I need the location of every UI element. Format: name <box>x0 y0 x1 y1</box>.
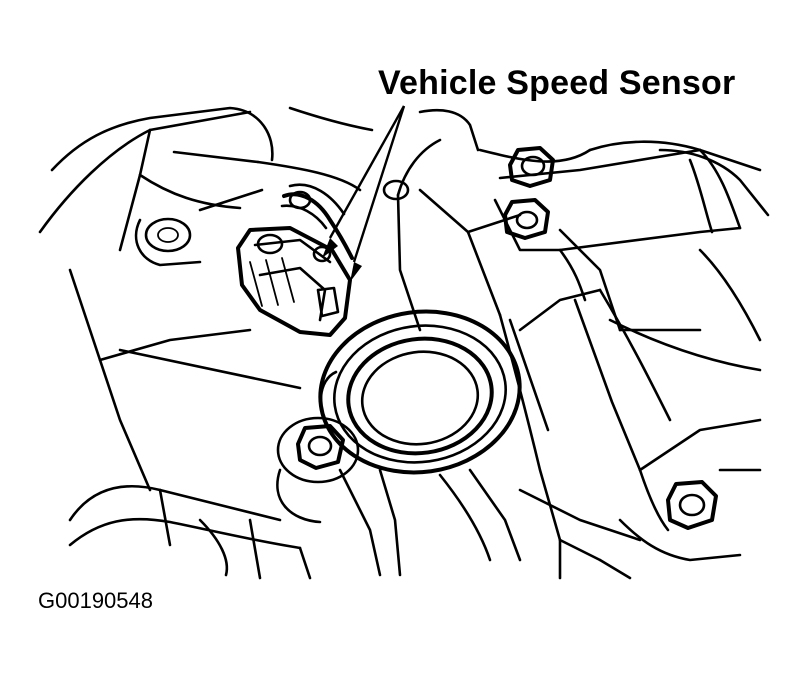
bolt-upper-right <box>508 146 555 188</box>
bolt-bracket <box>503 198 550 240</box>
output-shaft-seal <box>318 309 522 475</box>
bolt-lower-left <box>276 416 360 524</box>
hole-top-center <box>382 179 410 201</box>
vehicle-speed-sensor-label: Vehicle Speed Sensor <box>378 64 736 102</box>
bolt-lower-right <box>638 468 762 532</box>
callout-leader-arrow <box>322 105 406 282</box>
mounting-boss-left <box>134 217 202 267</box>
speed-sensor <box>236 183 354 337</box>
lower-castings <box>68 468 742 580</box>
transmission-housing <box>38 106 770 562</box>
figure-id: G00190548 <box>38 588 153 613</box>
bracket-right <box>493 148 742 302</box>
